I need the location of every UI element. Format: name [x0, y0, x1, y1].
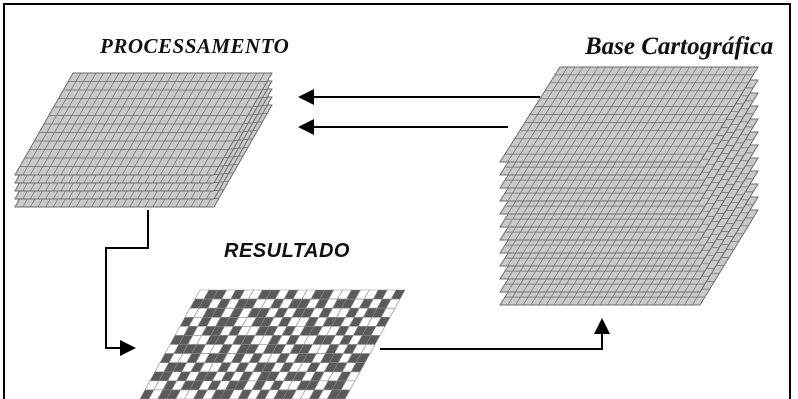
- result-cell: [317, 389, 333, 399]
- processing-layer-stack: [14, 72, 273, 208]
- result-cell: [246, 389, 262, 399]
- result-cell: [202, 389, 217, 399]
- result-cell: [300, 389, 315, 399]
- result-cell: [219, 389, 235, 399]
- result-cell: [282, 389, 298, 399]
- result-cell: [291, 389, 306, 399]
- result-cell: [210, 389, 226, 399]
- base-map-layer-stack: [499, 66, 759, 306]
- result-cell: [228, 389, 244, 399]
- result-cell: [264, 389, 280, 399]
- result-cell: [157, 389, 173, 399]
- result-cell: [237, 389, 253, 399]
- result-cell: [193, 389, 208, 399]
- result-cell: [175, 389, 191, 399]
- result-cell: [326, 389, 342, 399]
- result-cell: [166, 389, 182, 399]
- result-cell: [273, 389, 289, 399]
- result-cell: [184, 389, 200, 399]
- result-cell: [255, 389, 271, 399]
- arrow-base-to-processing-2: [298, 119, 508, 135]
- arrow-result-to-base: [380, 318, 610, 350]
- processing-label: PROCESSAMENTO: [100, 34, 290, 58]
- result-label: RESULTADO: [224, 240, 350, 262]
- arrow-processing-to-result: [105, 210, 149, 356]
- result-cell: [148, 389, 164, 399]
- base-map-label: Base Cartográfica: [585, 33, 774, 60]
- result-cell: [139, 389, 155, 399]
- diagram-frame: [3, 3, 791, 399]
- processing-layer: [14, 72, 273, 176]
- result-cell: [335, 389, 351, 399]
- result-grid: [139, 289, 406, 399]
- base-map-layer: [499, 66, 759, 163]
- arrow-base-to-processing-1: [298, 89, 540, 105]
- result-cell: [308, 389, 324, 399]
